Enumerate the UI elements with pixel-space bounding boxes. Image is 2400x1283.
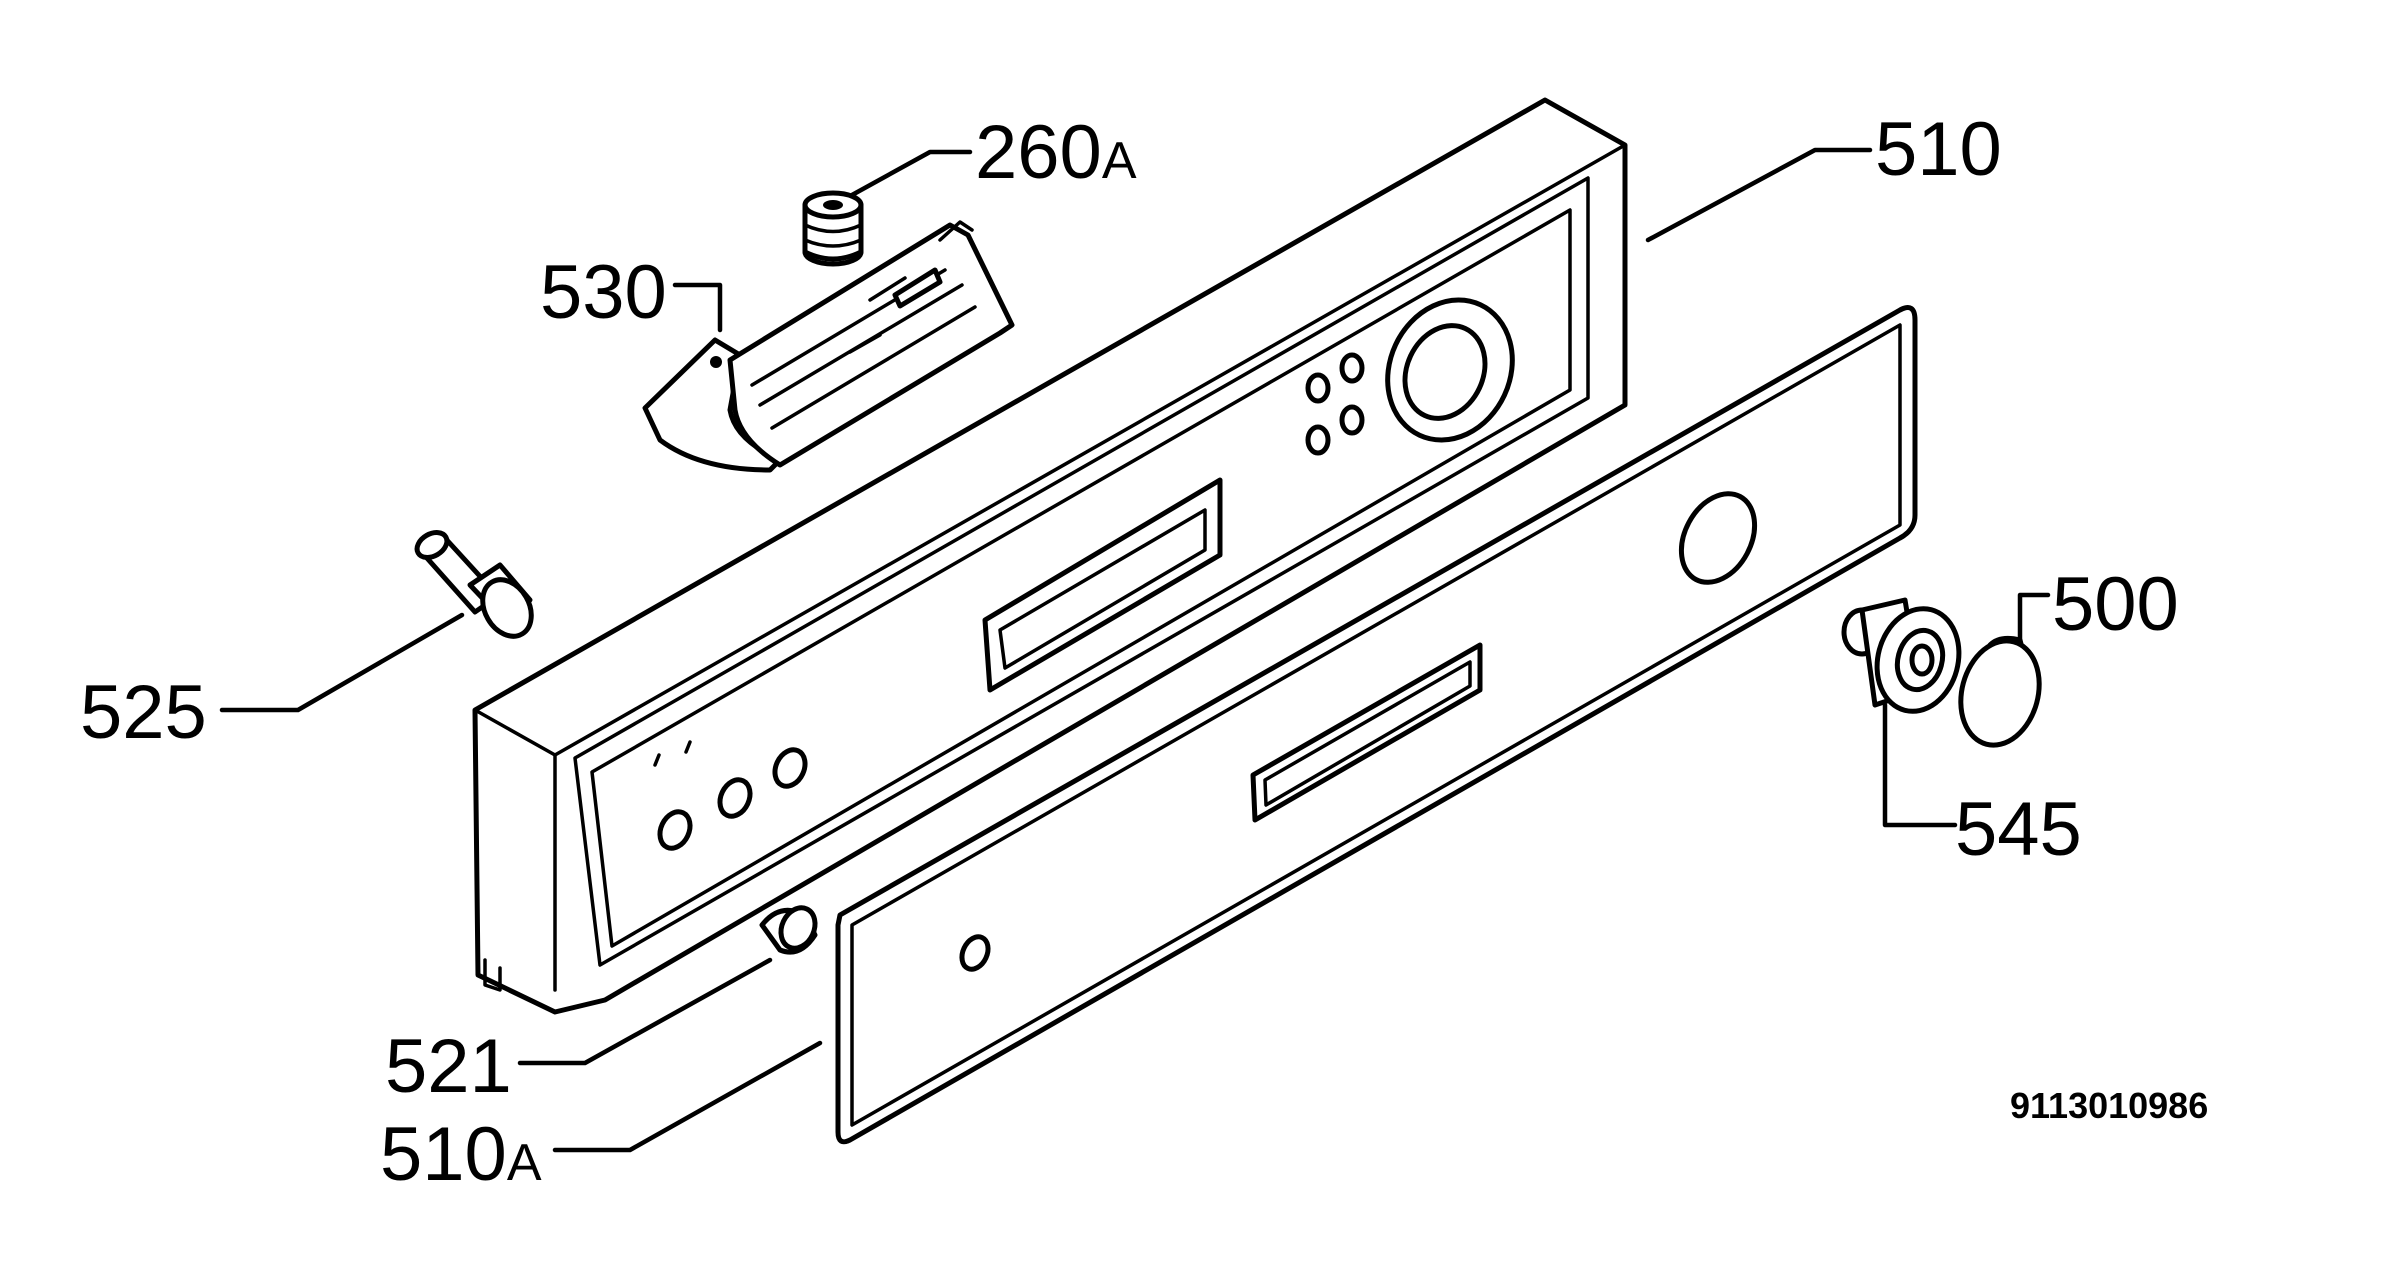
callout-545: 545 bbox=[1955, 787, 2082, 872]
spring-spacer-260a bbox=[802, 190, 864, 267]
callout-260a: 260A bbox=[975, 110, 1137, 195]
leader-530 bbox=[672, 282, 723, 333]
leader-500 bbox=[2017, 592, 2051, 643]
knob-insert-545 bbox=[1841, 597, 1962, 714]
knob-cap-500 bbox=[1958, 635, 2042, 748]
leader-510 bbox=[1645, 147, 1873, 243]
callout-510: 510 bbox=[1875, 107, 2002, 192]
leader-545 bbox=[1882, 702, 1958, 828]
leader-525 bbox=[219, 612, 465, 713]
leader-260a bbox=[849, 149, 973, 198]
callout-530: 530 bbox=[540, 250, 667, 335]
button-521 bbox=[759, 905, 818, 955]
leader-lines bbox=[219, 147, 2051, 1153]
callout-525: 525 bbox=[80, 670, 207, 755]
callout-510a: 510A bbox=[380, 1112, 542, 1197]
leader-510a bbox=[552, 1040, 823, 1153]
leader-521 bbox=[517, 957, 773, 1066]
control-panel-housing-510 bbox=[472, 97, 1628, 1015]
callout-500: 500 bbox=[2052, 562, 2179, 647]
callout-521: 521 bbox=[385, 1024, 512, 1109]
screw-525 bbox=[414, 530, 534, 639]
document-number: 9113010986 bbox=[2010, 1085, 2208, 1126]
bracket-530 bbox=[642, 220, 1015, 473]
front-facia-plate-510a bbox=[835, 305, 1918, 1145]
